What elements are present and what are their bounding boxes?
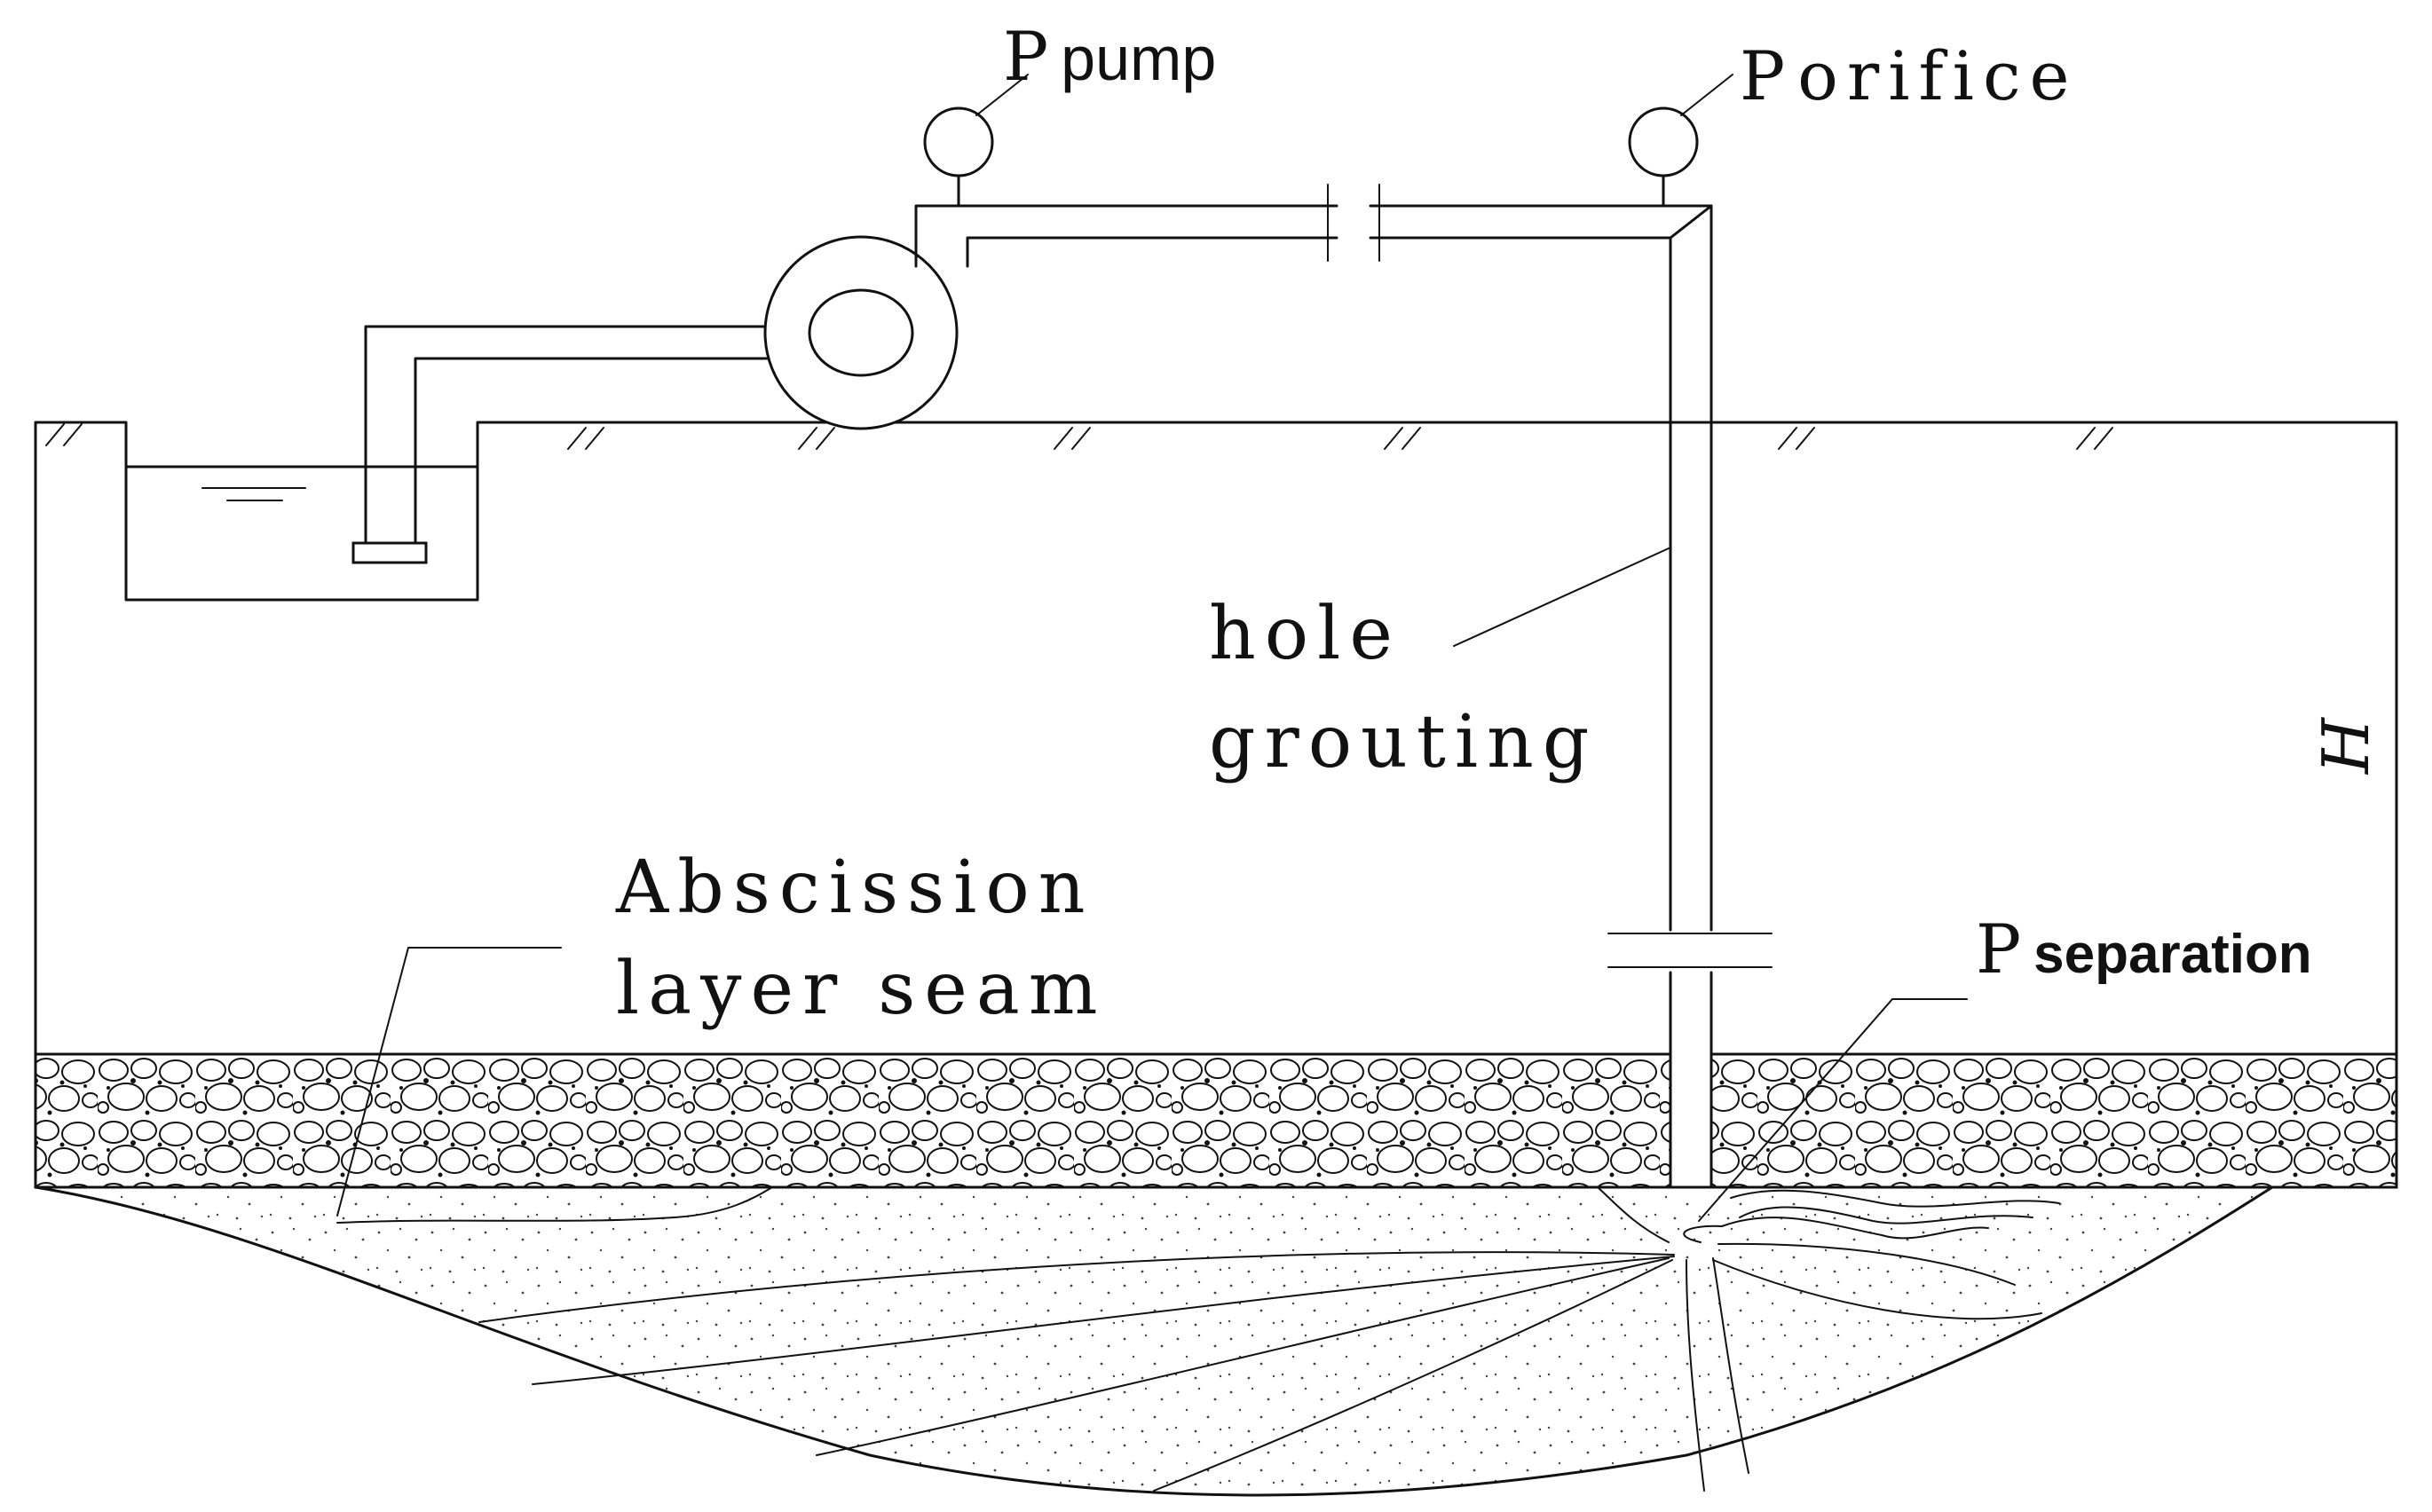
water-tank [124, 465, 479, 602]
gravel-layer-right [1710, 1052, 2398, 1189]
rock-strata-lines [336, 1186, 2060, 1492]
suction-pipe [364, 325, 774, 545]
pipe-inlet [351, 541, 428, 564]
layer-seam-label: layer seam [616, 947, 1106, 1031]
orifice-pressure-gauge [1628, 74, 1733, 208]
leader-lines [336, 547, 1968, 1222]
abscission-label: Abscission [615, 846, 1094, 930]
grouting-label: grouting [1209, 700, 1598, 784]
ground-outline [34, 421, 2398, 1189]
hole-label: hole [1209, 592, 1402, 676]
lower-strata [35, 1185, 2278, 1497]
water-level-marker [201, 487, 306, 501]
pipe-break [1327, 184, 1380, 262]
pump-pressure-label: P pump [1003, 17, 1216, 96]
pump-pressure-gauge [923, 74, 1029, 208]
ground-hatch-marks [45, 423, 2113, 450]
grout-hole [1669, 204, 1713, 1256]
hole-break [1607, 933, 1773, 968]
orifice-pressure-label: P orifice [1740, 36, 2079, 115]
separation-pressure-label: P separation [1976, 910, 2312, 988]
gravel-layer-left [34, 1052, 1672, 1189]
height-label: H [2309, 709, 2383, 776]
pump [763, 235, 959, 430]
delivery-pipe [914, 204, 1713, 268]
